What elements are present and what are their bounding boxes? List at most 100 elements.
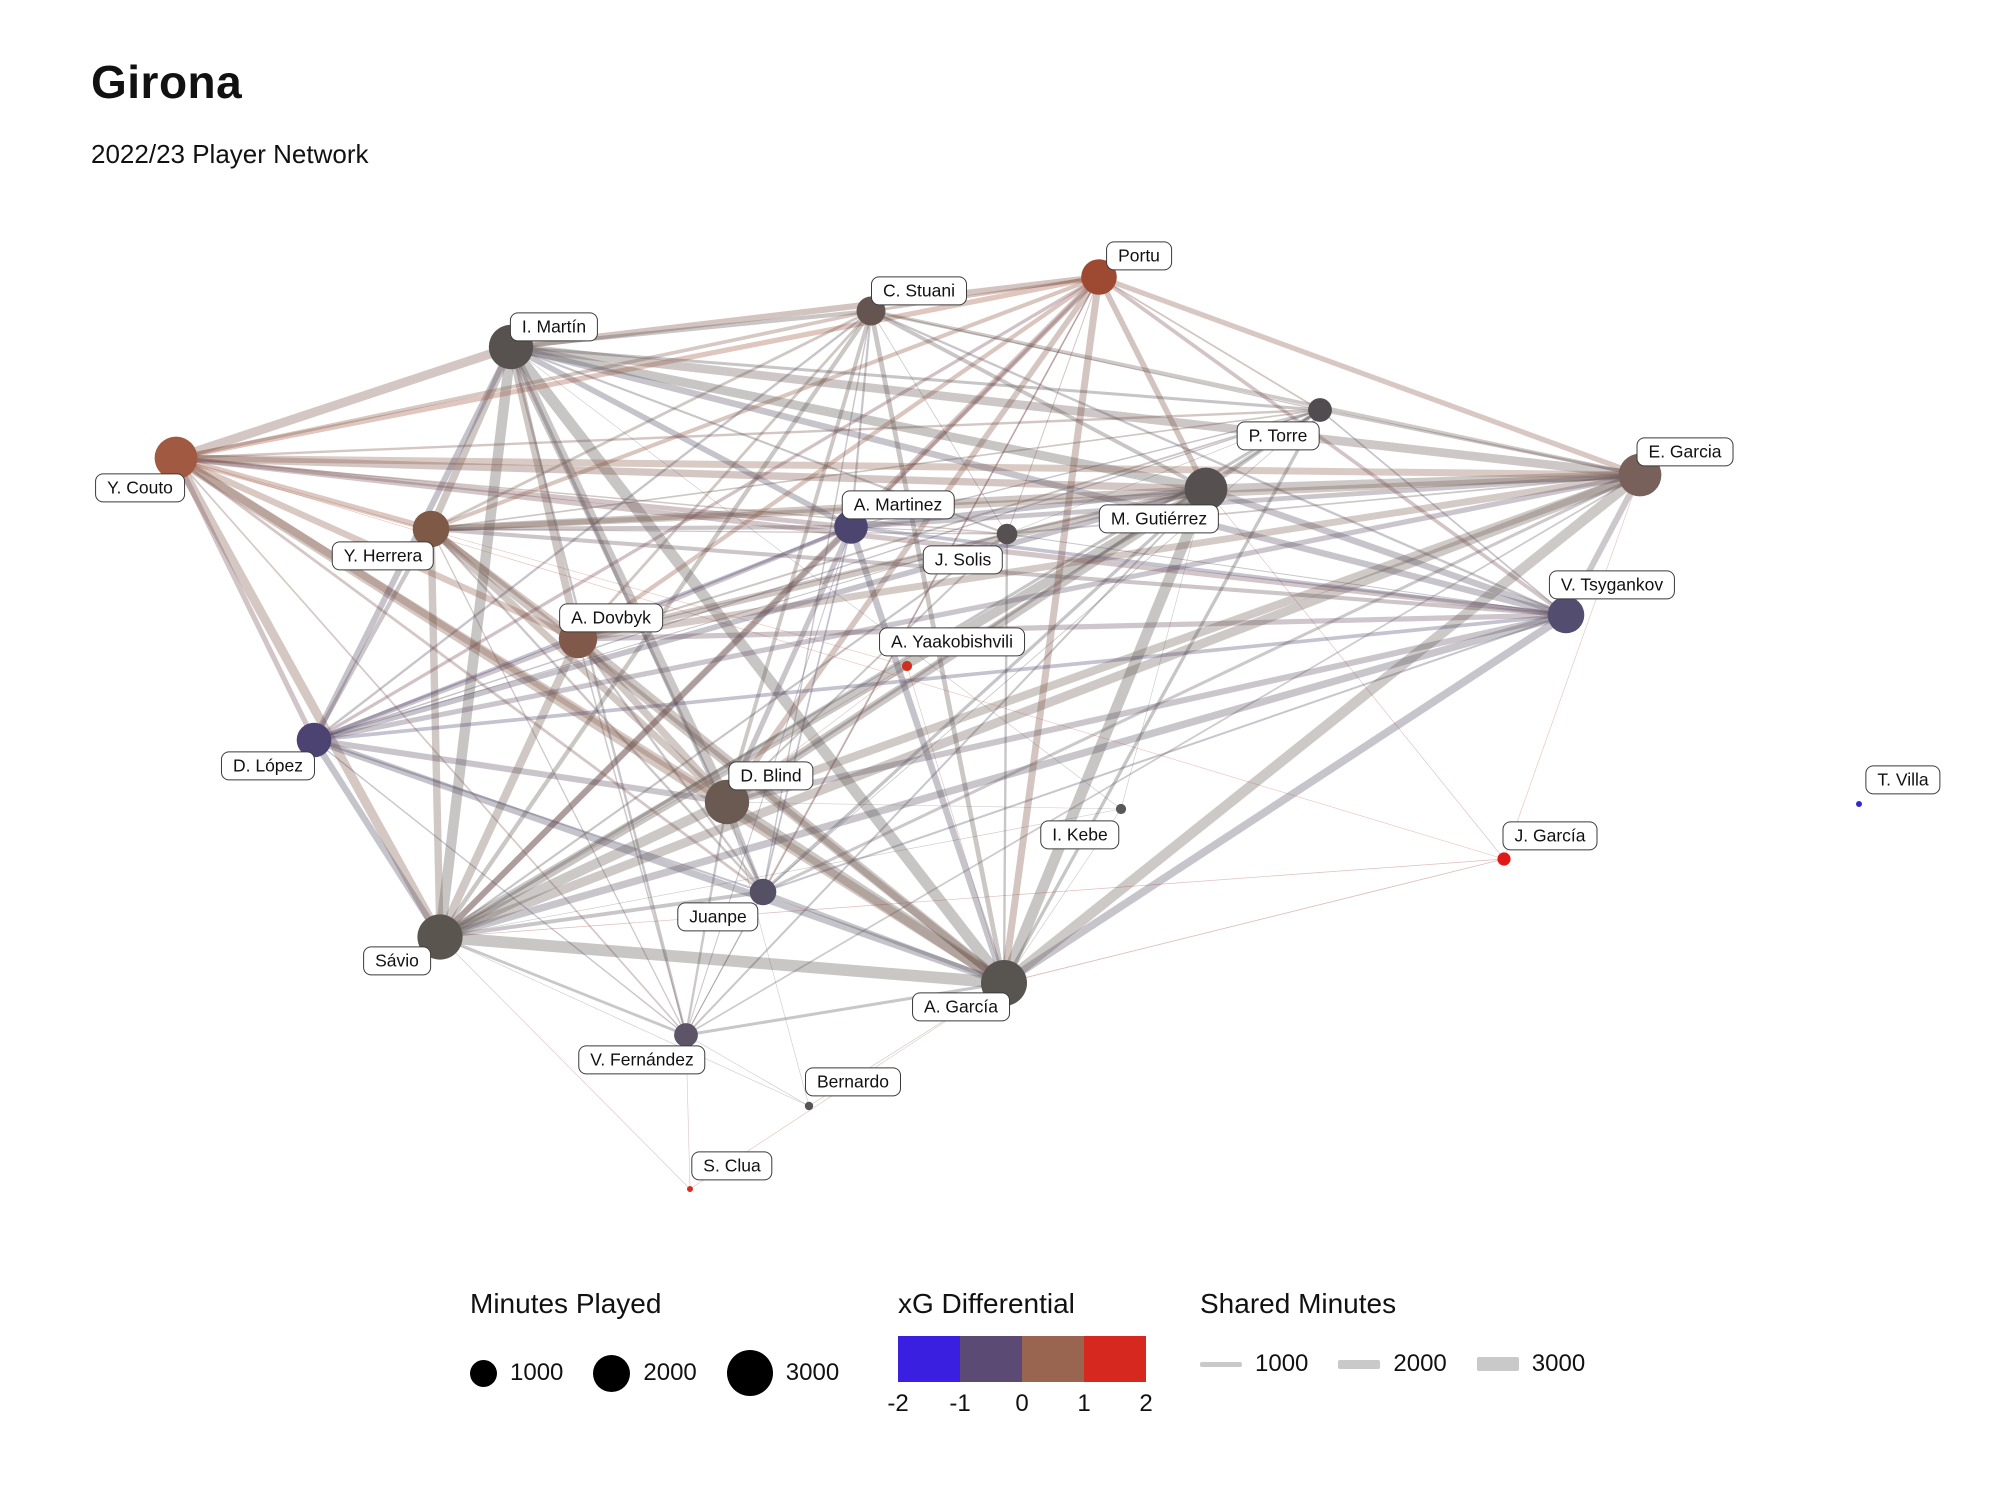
edge-amartinez-juanpe [762, 526, 852, 893]
edge-tsygankov-portu [1097, 275, 1568, 617]
edge-couto-stuani [174, 309, 873, 460]
edge-gutierrez-couto [172, 454, 1210, 493]
edge-dovbyk-torre [577, 409, 1321, 640]
edge-savio-herrera [427, 525, 444, 941]
player-node-imartin [488, 324, 534, 370]
edge-lopez-solis [313, 533, 1008, 741]
edge-agarcia-couto [171, 453, 1009, 988]
edge-couto-vfernandez [175, 457, 687, 1036]
edge-blind-couto [172, 454, 731, 806]
edge-gutierrez-herrera [427, 485, 1210, 533]
edge-savio-vfernandez [438, 935, 688, 1037]
edge-gutierrez-amartinez [848, 486, 1209, 530]
player-node-savio [417, 914, 463, 960]
edge-portu-torre [1098, 276, 1321, 411]
player-node-agarcia [981, 960, 1027, 1006]
edge-dovbyk-stuani [576, 309, 873, 641]
edge-blind-portu [724, 274, 1102, 805]
edge-agarcia-solis [1002, 532, 1009, 985]
edge-savio-kebe [439, 808, 1122, 938]
edge-agarcia-herrera [427, 525, 1008, 987]
edge-gutierrez-stuani [869, 309, 1208, 491]
edge-dovbyk-herrera [428, 526, 581, 642]
edge-egarcia-vfernandez [685, 474, 1641, 1036]
player-node-torre [1308, 398, 1332, 422]
edge-blind-lopez [310, 736, 731, 806]
edge-lopez-stuani [312, 309, 873, 742]
edge-blind-bernardo [726, 801, 810, 1107]
edge-imartin-blind [506, 342, 732, 807]
edge-savio-lopez [310, 736, 444, 941]
edge-couto-yaakobishvili [175, 457, 908, 667]
player-node-stuani [856, 296, 886, 326]
edge-blind-dovbyk [574, 635, 731, 806]
edge-egarcia-stuani [869, 309, 1642, 477]
edge-savio-egarcia [435, 470, 1645, 942]
edge-stuani-torre [870, 310, 1321, 411]
edge-stuani-solis [870, 310, 1008, 535]
edge-savio-jgarcia [439, 858, 1505, 938]
edge-egarcia-torre [1318, 408, 1642, 477]
edge-savio-portu [436, 273, 1103, 941]
edge-blind-tsygankov [723, 611, 1570, 806]
edge-agarcia-tsygankov [1000, 611, 1570, 987]
edge-savio-bernardo [439, 936, 810, 1107]
edge-savio-juanpe [438, 890, 765, 939]
player-node-dovbyk [558, 619, 598, 659]
edge-couto-solis [175, 457, 1008, 535]
player-node-bernardo [804, 1101, 814, 1111]
edge-couto-torre [174, 408, 1322, 460]
edge-imartin-torre [509, 345, 1322, 412]
edge-lopez-portu [312, 275, 1101, 742]
chart-header: Girona 2022/23 Player Network [91, 55, 368, 170]
edge-imartin-herrera [427, 343, 515, 533]
edge-dovbyk-vfernandez [577, 638, 687, 1036]
edge-blind-stuani [725, 309, 873, 804]
edge-agarcia-dovbyk [573, 634, 1009, 988]
edge-blind-kebe [726, 801, 1122, 810]
player-node-blind [704, 779, 750, 825]
edge-imartin-portu [507, 273, 1103, 351]
edge-agarcia-savio [434, 931, 1010, 989]
edge-agarcia-portu [1000, 273, 1103, 987]
player-node-yaakobishvili [901, 660, 913, 672]
edge-agarcia-amartinez [847, 523, 1008, 987]
edge-egarcia-couto [172, 454, 1644, 479]
edge-vfernandez-bernardo [685, 1034, 810, 1107]
edge-couto-herrera [172, 454, 435, 533]
player-node-jgarcia [1497, 852, 1511, 866]
edge-vfernandez-sclua [685, 1034, 691, 1190]
edge-stuani-juanpe [762, 310, 872, 893]
player-node-tvilla [1856, 801, 1862, 807]
edge-portu-juanpe [762, 276, 1100, 893]
edge-gutierrez-kebe [1120, 488, 1207, 810]
edge-egarcia-juanpe [761, 473, 1642, 894]
player-node-egarcia [1618, 453, 1662, 497]
edge-herrera-vfernandez [430, 528, 687, 1036]
edge-couto-portu [173, 274, 1102, 461]
player-node-amartinez [834, 510, 868, 544]
edge-blind-egarcia [722, 470, 1645, 807]
edge-tsygankov-amartinez [849, 525, 1568, 617]
player-node-couto [154, 436, 198, 480]
edge-imartin-egarcia [506, 342, 1645, 480]
edge-savio-yaakobishvili [439, 665, 908, 938]
player-node-lopez [296, 722, 332, 758]
edge-imartin-tsygankov [507, 343, 1570, 619]
edge-amartinez-portu [849, 275, 1101, 529]
edge-agarcia-juanpe [760, 889, 1007, 986]
edge-gutierrez-egarcia [1201, 470, 1645, 494]
edge-savio-dovbyk [435, 634, 583, 942]
edge-agarcia-yaakobishvili [906, 665, 1005, 984]
edge-savio-imartin [434, 341, 517, 943]
edge-herrera-stuani [429, 309, 873, 531]
edge-agarcia-torre [1002, 408, 1322, 985]
edge-imartin-dovbyk [507, 343, 582, 643]
edge-imartin-gutierrez [506, 342, 1211, 494]
edge-gutierrez-vfernandez [685, 488, 1207, 1036]
edge-savio-gutierrez [435, 484, 1211, 942]
edge-imartin-amartinez [508, 344, 854, 530]
edge-agarcia-jgarcia [1003, 858, 1505, 984]
